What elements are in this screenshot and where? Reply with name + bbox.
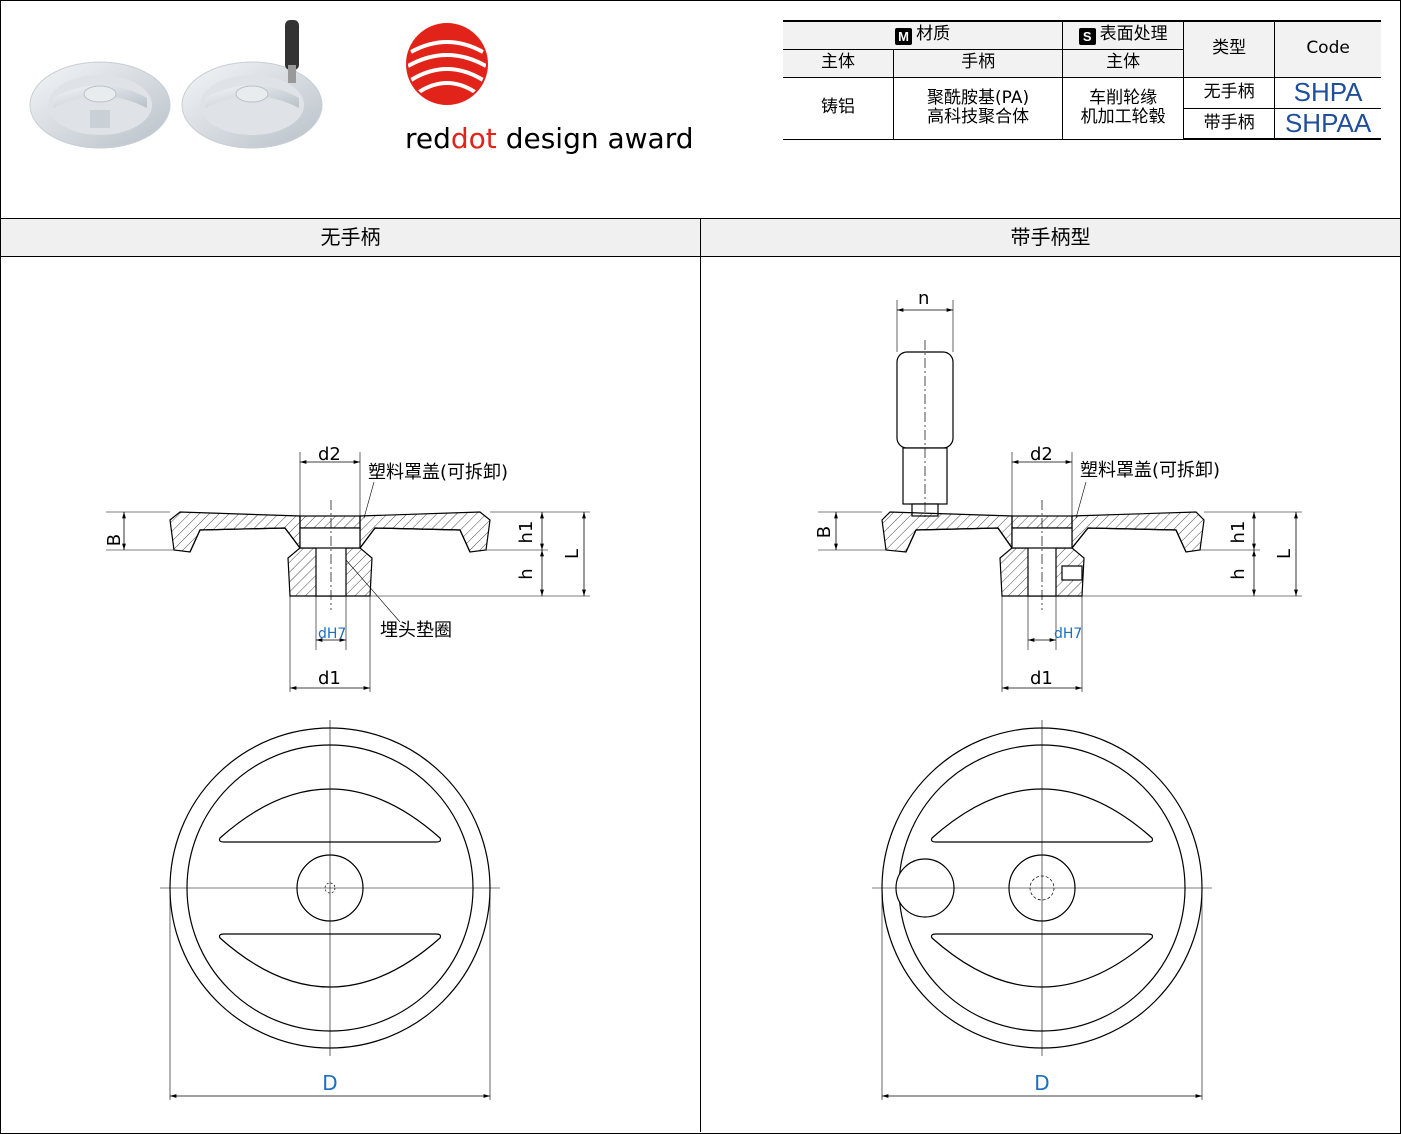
surface-cell: 车削轮缘机加工轮毂	[1062, 76, 1185, 140]
label-d1-right: d1	[1030, 668, 1053, 689]
section-divider	[700, 218, 701, 1132]
section-title-left: 无手柄	[1, 218, 700, 257]
label-h1-left: h1	[516, 521, 537, 544]
label-d2-left: d2	[318, 444, 341, 465]
label-h1-right: h1	[1228, 521, 1249, 544]
award-part3: design award	[496, 122, 694, 155]
right-section-labels: n d2 塑料罩盖(可拆卸) B h1 h L dH7 d1	[814, 288, 1295, 689]
left-plan-view	[160, 720, 500, 1100]
label-d1-left: d1	[318, 668, 341, 689]
right-plan-view	[872, 720, 1212, 1100]
material-header: 材质	[916, 24, 951, 45]
type-header: 类型	[1183, 20, 1276, 78]
code-cell-1[interactable]: SHPA	[1274, 76, 1381, 109]
material-tag: M	[895, 28, 913, 46]
label-B-right: B	[814, 526, 835, 538]
surface-line2: 机加工轮毂	[1080, 107, 1166, 128]
award-part2: dot	[450, 122, 497, 155]
label-h-right: h	[1228, 568, 1249, 579]
label-B-left: B	[104, 534, 125, 546]
label-cover-right: 塑料罩盖(可拆卸)	[1080, 460, 1220, 481]
handle-material-cell: 聚酰胺基(PA)高科技聚合体	[892, 76, 1064, 140]
label-dH7-left: dH7	[318, 626, 346, 642]
body-material-cell: 铸铝	[783, 76, 894, 140]
label-h-left: h	[516, 568, 537, 579]
product-photos	[29, 20, 323, 149]
wheel-photo-no-handle	[29, 61, 171, 149]
left-section-labels: d2 塑料罩盖(可拆卸) B h1 h L 埋头垫圈 dH7 d1	[104, 444, 583, 689]
sub-body-header: 主体	[783, 48, 894, 78]
surface-header: 表面处理	[1099, 24, 1168, 45]
sub-handle-header: 手柄	[892, 48, 1064, 78]
label-D-left: D	[322, 1071, 337, 1095]
label-dH7-right: dH7	[1054, 626, 1082, 642]
code-cell-2[interactable]: SHPAA	[1274, 107, 1381, 141]
handle-material-line2: 高科技聚合体	[927, 107, 1030, 128]
type-cell-1: 无手柄	[1183, 76, 1276, 109]
section-title-right: 带手柄型	[701, 218, 1400, 257]
surface-tag: S	[1078, 28, 1096, 46]
label-d2-right: d2	[1030, 444, 1053, 465]
left-section-view	[106, 452, 590, 692]
label-L-left: L	[562, 549, 583, 559]
right-section-view	[818, 300, 1302, 692]
label-D-right: D	[1034, 1071, 1049, 1095]
wheel-photo-with-handle	[181, 20, 323, 149]
surface-line1: 车削轮缘	[1089, 87, 1158, 108]
sub-body2-header: 主体	[1062, 48, 1184, 78]
handle-material-line1: 聚酰胺基(PA)	[927, 87, 1030, 108]
label-washer: 埋头垫圈	[380, 620, 452, 641]
label-n: n	[918, 288, 929, 309]
reddot-award-text: reddot design award	[405, 122, 694, 155]
code-header: Code	[1274, 20, 1381, 78]
reddot-logo-icon	[406, 23, 488, 105]
label-L-right: L	[1274, 549, 1295, 559]
award-part1: red	[405, 122, 451, 155]
label-cover-left: 塑料罩盖(可拆卸)	[368, 462, 508, 483]
